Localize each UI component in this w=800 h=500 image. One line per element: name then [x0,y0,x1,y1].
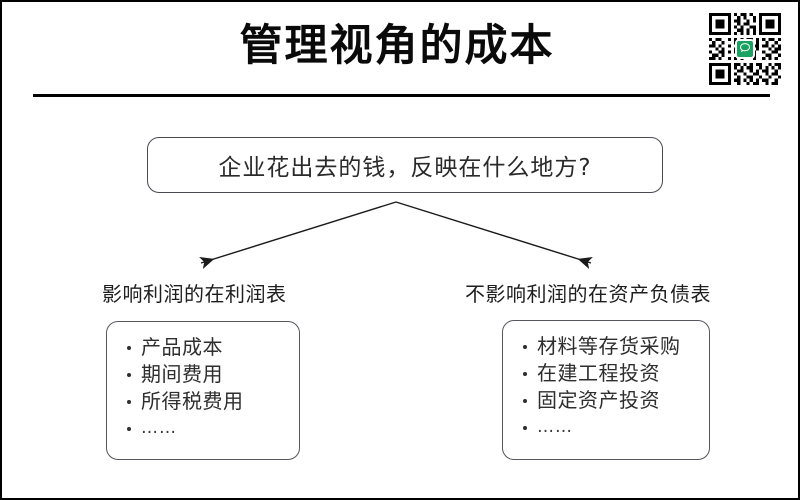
list-item: 在建工程投资 [521,360,709,387]
branch-label-left: 影响利润的在利润表 [102,282,287,306]
qr-code [706,10,784,88]
bullet-list-right: 材料等存货采购 在建工程投资 固定资产投资 …… [503,321,709,441]
list-item: 期间费用 [125,361,299,388]
list-item: …… [521,414,709,441]
list-box-right: 材料等存货采购 在建工程投资 固定资产投资 …… [502,320,710,460]
wechat-logo-icon [735,39,755,59]
question-text: 企业花出去的钱，反映在什么地方? [218,155,592,181]
list-item: 产品成本 [125,334,299,361]
bullet-list-left: 产品成本 期间费用 所得税费用 …… [107,322,299,442]
arrow-to-right-branch [395,201,593,270]
wechat-glyph-icon [739,43,751,53]
question-box: 企业花出去的钱，反映在什么地方? [147,137,663,193]
list-item: 所得税费用 [125,388,299,415]
branch-label-right: 不影响利润的在资产负债表 [465,282,711,306]
list-item: 材料等存货采购 [521,333,709,360]
title-divider [33,94,770,97]
arrow-to-left-branch [199,201,397,270]
list-box-left: 产品成本 期间费用 所得税费用 …… [106,321,300,460]
list-item: 固定资产投资 [521,387,709,414]
page-title: 管理视角的成本 [239,21,555,71]
list-item: …… [125,415,299,442]
